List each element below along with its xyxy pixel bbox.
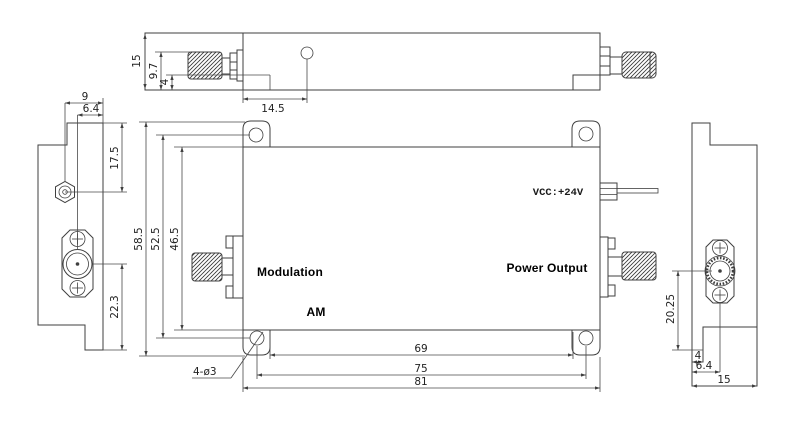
dim-right-step: 4 (695, 350, 702, 362)
front-view-body (242, 146, 601, 331)
mounting-hole-callout: 4-ø3 (192, 331, 264, 379)
label-vcc: VCC:+24V (533, 187, 584, 199)
dim-front-overall-width: 81 (414, 376, 427, 388)
sma-flange-tab (229, 69, 238, 80)
dim-top-height: 15 (131, 54, 143, 67)
dim-mounting-holes: 4-ø3 (193, 366, 217, 378)
dim-top-hole: 14.5 (261, 103, 284, 115)
feedthrough-pin (616, 188, 659, 194)
hex-nut-outline (55, 180, 75, 204)
flange-screw (712, 240, 728, 256)
dim-front-hole-pitch-v: 52.5 (150, 227, 162, 250)
sma-barrel (221, 57, 231, 75)
sma-barrel (221, 257, 234, 276)
dim-right-width: 15 (717, 374, 730, 386)
label-modulation: Modulation (257, 265, 323, 279)
sma-flange-outline (61, 229, 94, 298)
sma-center-pin (718, 269, 722, 273)
sma-barrel (609, 56, 623, 75)
dim-front-body-height: 46.5 (169, 227, 181, 250)
right-view-outline (691, 122, 758, 387)
right-view-sma-flange (704, 239, 736, 304)
top-view-right-sma-connector (599, 46, 657, 79)
flange-screw (69, 280, 86, 296)
sma-knurled-nut (191, 252, 223, 282)
sma-knurled-ring (705, 256, 735, 286)
mounting-hole (578, 126, 594, 142)
front-view-left-sma-connector (191, 235, 244, 299)
mounting-ear (571, 120, 601, 148)
dim-left-center-edge: 6.4 (83, 103, 100, 115)
sma-barrel (607, 256, 623, 277)
sma-flange-plate (236, 49, 244, 82)
sma-knurled-nut (621, 51, 657, 79)
label-power-output: Power Output (506, 261, 587, 275)
sma-knurled-nut (621, 251, 657, 281)
label-am: AM (306, 305, 325, 319)
dim-right-center-step: 20.25 (665, 294, 677, 324)
dim-front-hole-pitch-h: 75 (414, 363, 427, 375)
mounting-hole (248, 127, 264, 143)
left-view-outline (37, 122, 104, 351)
sma-center-pin (75, 262, 80, 266)
top-view-left-sma-connector (187, 49, 244, 82)
sma-flange-tab (225, 285, 234, 299)
sma-flange-plate (599, 236, 609, 298)
sma-flange-tab (599, 65, 611, 76)
top-view-screw-hole (300, 46, 314, 60)
vcc-feedthrough (599, 182, 659, 201)
top-view-right-step (572, 74, 601, 91)
dim-left-center-bottom: 22.3 (109, 295, 121, 318)
left-side-view: 9 6.4 17.5 22.3 (37, 91, 127, 351)
dim-left-top-nut: 17.5 (109, 146, 121, 169)
sma-inner-ring (66, 252, 89, 276)
mounting-ear (242, 329, 271, 356)
sma-flange-plate (232, 235, 244, 299)
front-view: Modulation AM Power Output VCC:+24V 58.5… (133, 120, 659, 392)
top-view: 15 9.7 4 14.5 (131, 32, 657, 115)
mounting-ear (242, 120, 271, 148)
sma-flange-tab (229, 52, 238, 63)
front-view-right-sma-connector (599, 236, 657, 298)
flange-screw (712, 287, 728, 303)
leader-line (230, 331, 264, 379)
sma-flange-tab (607, 237, 616, 250)
dim-front-inner-width: 69 (414, 343, 427, 355)
sma-flange-tab (599, 46, 611, 57)
right-view-step (702, 326, 758, 363)
sma-flange-tab (225, 235, 234, 249)
dim-top-connector: 9.7 (148, 63, 160, 80)
dim-top-pin: 4 (159, 78, 171, 85)
dim-right-center-edge: 6.4 (696, 360, 713, 372)
dim-left-nut-edge: 9 (82, 91, 89, 103)
sma-flange-tab (607, 284, 616, 297)
feedthrough-block (599, 182, 618, 201)
mounting-hole (578, 330, 594, 346)
sma-flange-outline (705, 239, 735, 304)
right-side-view: 20.25 4 6.4 15 (665, 122, 758, 388)
dim-front-overall-height: 58.5 (133, 227, 145, 250)
